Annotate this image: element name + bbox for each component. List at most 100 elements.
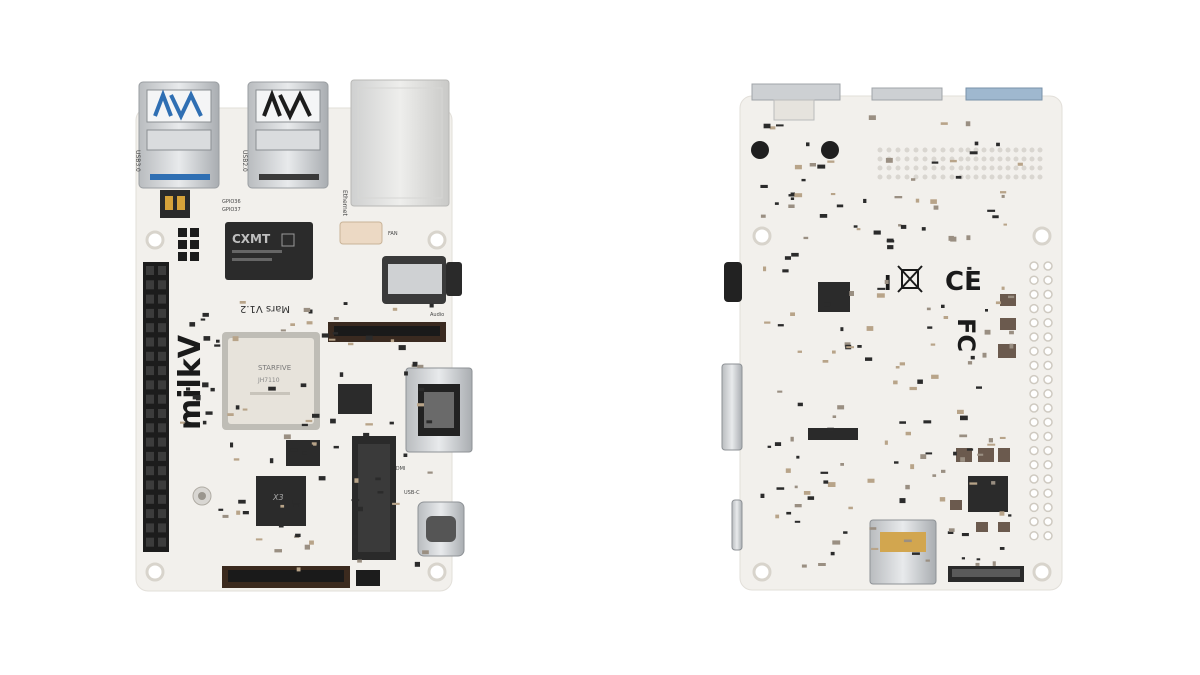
via — [1029, 156, 1035, 162]
smd-part — [255, 538, 263, 541]
smd-part — [991, 481, 996, 485]
smd-part — [988, 438, 993, 443]
smd-part — [894, 461, 899, 464]
smd-part — [429, 303, 434, 308]
smd-part — [884, 279, 889, 284]
through-hole — [1043, 488, 1053, 498]
fan-connector — [339, 221, 383, 245]
through-hole — [1029, 431, 1039, 442]
through-hole — [1043, 431, 1053, 442]
via — [1021, 156, 1027, 162]
through-hole — [1029, 261, 1039, 271]
through-hole — [1043, 403, 1053, 413]
through-hole — [1029, 531, 1039, 541]
smd-part — [801, 178, 806, 182]
through-hole — [1029, 488, 1039, 498]
via — [989, 147, 995, 153]
via — [1013, 156, 1019, 162]
gpio-pin — [158, 451, 166, 461]
via — [877, 156, 883, 162]
smd-part — [763, 123, 771, 129]
gpio-pin — [146, 423, 154, 433]
usb3-port — [138, 81, 220, 189]
via — [973, 156, 979, 162]
smd-part — [357, 559, 362, 563]
back-capacitors — [950, 294, 1016, 532]
via — [922, 147, 928, 153]
smd-part — [920, 454, 927, 459]
smd-part — [233, 458, 240, 461]
smd-part — [966, 235, 971, 241]
smd-part — [911, 178, 916, 181]
smd-part — [192, 395, 201, 400]
smd-part — [404, 371, 408, 376]
usb3-label: USB3.0 — [134, 150, 141, 172]
smd-part — [392, 502, 400, 505]
back-gpio-through-holes — [1029, 261, 1053, 541]
smd-part — [982, 352, 987, 358]
via — [1029, 165, 1035, 171]
gpio-pin — [146, 394, 154, 404]
smd-part — [894, 196, 903, 199]
smd-part — [333, 317, 339, 320]
smd-part — [389, 421, 394, 425]
smd-part — [794, 193, 803, 198]
smd-part — [837, 405, 845, 410]
smd-part — [905, 484, 910, 490]
via — [913, 165, 919, 171]
smd-part — [830, 193, 836, 196]
smd-part — [782, 269, 789, 273]
smd-part — [794, 520, 801, 523]
smd-part — [227, 413, 234, 416]
smd-part — [203, 336, 211, 341]
front-passives — [180, 301, 434, 572]
smd-part — [767, 445, 772, 448]
through-hole — [1043, 346, 1053, 356]
smd-part — [823, 480, 829, 484]
smd-part — [235, 405, 240, 410]
milkv-logo: milkV — [173, 334, 208, 430]
smd-part — [794, 164, 802, 170]
smd-part — [987, 209, 996, 212]
via — [940, 147, 946, 153]
smd-part — [840, 327, 844, 332]
via — [949, 147, 955, 153]
through-hole — [1029, 303, 1039, 314]
memory-brand: CXMT — [232, 232, 271, 246]
smd-part — [418, 387, 425, 391]
smd-part — [999, 547, 1005, 550]
through-hole — [1029, 417, 1039, 427]
smd-part — [790, 197, 795, 200]
smd-part — [422, 550, 429, 555]
smd-part — [863, 198, 867, 203]
smd-part — [996, 142, 1000, 147]
via — [904, 156, 910, 162]
smd-part — [960, 415, 968, 421]
smd-part — [333, 445, 339, 449]
gpio-pin — [158, 266, 166, 275]
smd-part — [817, 164, 826, 169]
smd-part — [840, 463, 844, 466]
smd-part — [306, 321, 313, 325]
smd-part — [846, 346, 854, 349]
smd-part — [283, 434, 291, 440]
via — [1029, 174, 1035, 180]
smd-part — [268, 386, 276, 391]
smd-part — [984, 329, 991, 335]
via — [1013, 147, 1019, 153]
smd-part — [957, 409, 964, 414]
smd-part — [398, 345, 406, 351]
gpio-pin — [146, 380, 154, 390]
via — [949, 165, 955, 171]
smd-part — [774, 442, 782, 446]
smd-part — [365, 335, 373, 341]
via — [940, 165, 946, 171]
smd-part — [886, 240, 895, 243]
via — [958, 147, 964, 153]
through-hole — [1043, 474, 1053, 484]
smd-part — [820, 471, 829, 474]
smd-part — [1001, 194, 1005, 198]
smd-part — [867, 478, 875, 483]
via — [973, 165, 979, 171]
